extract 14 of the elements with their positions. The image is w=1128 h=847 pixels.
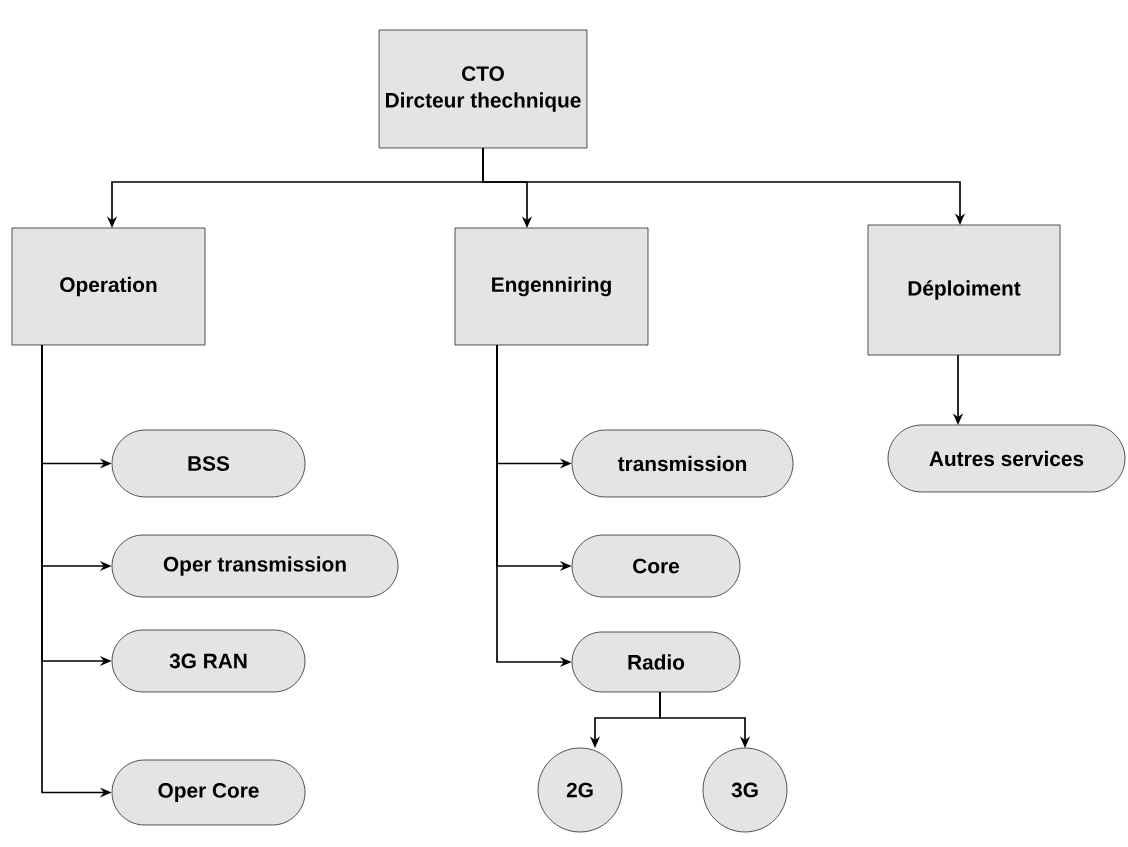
circle-node: 2G [537, 747, 623, 833]
rounded-box: BSS [111, 429, 306, 498]
rounded-box: transmission [571, 429, 794, 498]
rounded-box: Core [571, 534, 741, 598]
rounded-box: Oper transmission [111, 534, 399, 598]
org-box: CTO Dircteur thechnique [378, 29, 588, 149]
rounded-box: Oper Core [111, 759, 306, 826]
circle-node: 3G [702, 747, 788, 833]
rounded-box: Autres services [887, 424, 1126, 493]
org-box: Engenniring [454, 227, 649, 346]
rounded-box: Radio [571, 631, 741, 693]
org-box: Operation [11, 227, 206, 346]
org-box: Déploiment [867, 224, 1061, 356]
rounded-box: 3G RAN [111, 629, 306, 693]
